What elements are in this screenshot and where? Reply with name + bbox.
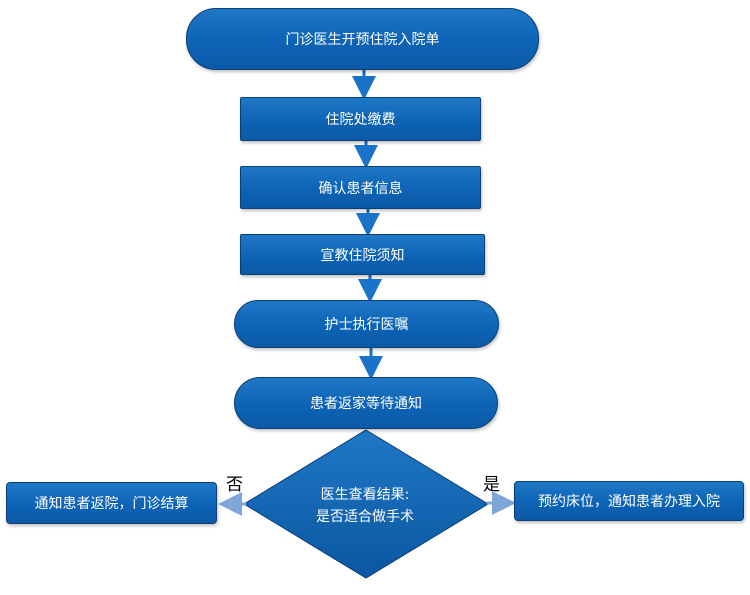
node-yes-branch: 预约床位，通知患者办理入院 (514, 481, 744, 521)
decision-text-line1: 医生查看结果: (320, 487, 410, 503)
decision-diamond (243, 429, 489, 579)
node-no-branch: 通知患者返院，门诊结算 (6, 482, 217, 524)
node-education: 宣教住院须知 (240, 234, 485, 275)
decision-text: 医生查看结果: 是否适合做手术 (280, 484, 450, 528)
decision-text-line2: 是否适合做手术 (316, 509, 414, 525)
node-nurse: 护士执行医嘱 (234, 300, 499, 348)
label-no: 否 (226, 475, 243, 495)
node-confirm: 确认患者信息 (240, 166, 481, 209)
node-start: 门诊医生开预住院入院单 (186, 8, 539, 70)
label-yes: 是 (483, 475, 500, 495)
node-wait: 患者返家等待通知 (234, 377, 498, 429)
node-payment: 住院处缴费 (240, 97, 481, 141)
